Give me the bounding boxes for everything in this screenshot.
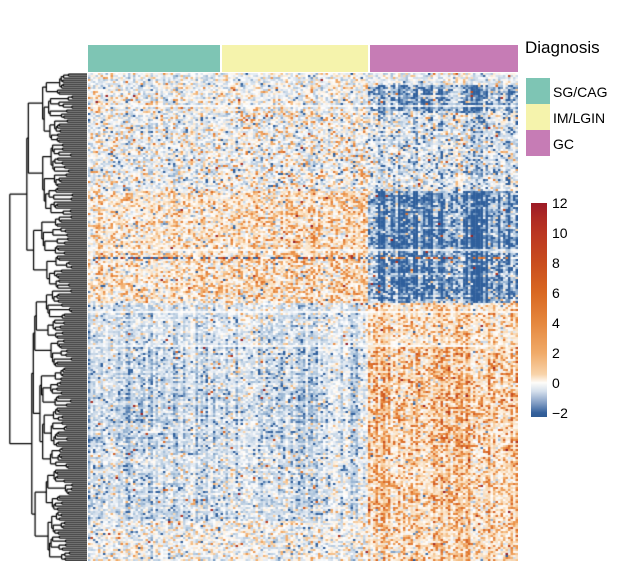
annotation-segment-imlgin: [222, 45, 368, 72]
colorbar-tick-label: 6: [552, 285, 560, 301]
annotation-segment-gc: [370, 45, 518, 72]
colorbar-tick-label: −2: [552, 405, 568, 421]
colorbar-tick-label: 4: [552, 315, 560, 331]
legend-label-sgcag: SG/CAG: [553, 84, 608, 100]
colorbar-tick-label: 2: [552, 345, 560, 361]
legend-label-gc: GC: [553, 136, 574, 152]
legend-swatch-imlgin: [526, 104, 550, 130]
row-dendrogram: [3, 73, 87, 561]
annotation-segment-sgcag: [88, 45, 220, 72]
colorbar-tick-label: 8: [552, 255, 560, 271]
legend-title: Diagnosis: [525, 38, 600, 57]
legend-label-imlgin: IM/LGIN: [553, 110, 606, 126]
heatmap-matrix: [88, 73, 518, 561]
colorbar-tick-label: 0: [552, 375, 560, 391]
legend-swatch-gc: [526, 130, 550, 156]
colorbar-tick-label: 12: [552, 195, 568, 211]
colorbar-tick-label: 10: [552, 225, 568, 241]
colorbar-gradient: [531, 203, 547, 417]
legend-swatch-sgcag: [526, 78, 550, 104]
